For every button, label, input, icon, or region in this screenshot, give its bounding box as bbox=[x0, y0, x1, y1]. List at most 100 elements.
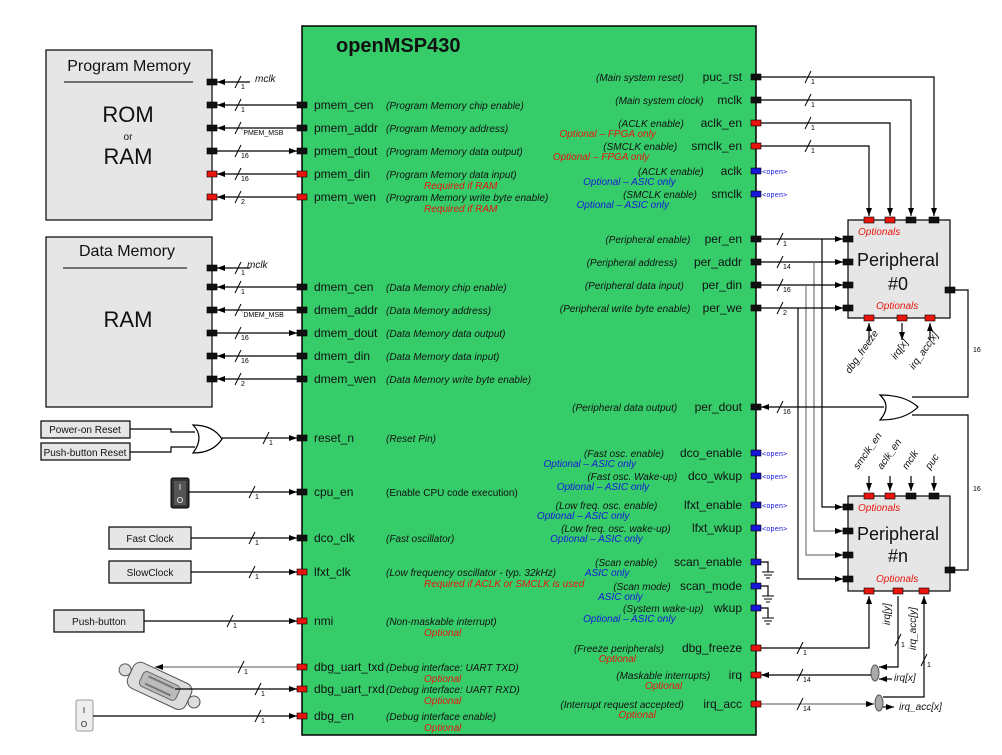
desc-pmem-din: (Program Memory data input) bbox=[386, 170, 517, 181]
peripheral-n-label-mclk: mclk bbox=[900, 448, 921, 472]
wire-irq-acc-bus-width: 14 bbox=[803, 706, 811, 713]
wire-pmem-cen-bus-width: 1 bbox=[241, 107, 245, 114]
peripheral-0-in-port-3 bbox=[842, 304, 854, 312]
peripheral-0-in-port-0 bbox=[842, 235, 854, 243]
wire-smclk-en-bus-slash bbox=[804, 139, 812, 153]
wire-dmem-wen-bus-width: 2 bbox=[241, 381, 245, 388]
signal-smclk-en: smclk_en bbox=[691, 139, 742, 153]
cpu-enable-switch-icon[interactable]: I O bbox=[170, 477, 190, 509]
signal-cpu-en: cpu_en bbox=[314, 485, 353, 499]
wire-dco-clk-bus-width: 1 bbox=[255, 540, 259, 547]
wire-reset-n-bus-slash bbox=[262, 431, 270, 445]
wire-per-addr-bus-width: 14 bbox=[783, 264, 791, 271]
switch-on-mark: I bbox=[179, 483, 181, 492]
reset-or-gate-icon bbox=[191, 424, 223, 454]
signal-mclk: mclk bbox=[717, 93, 743, 107]
desc-cpu-en: (Enable CPU code execution) bbox=[386, 488, 518, 499]
wire-per-din-bus-width: 16 bbox=[783, 287, 791, 294]
wire-dmem-wen-bus-slash bbox=[234, 372, 242, 386]
signal-pmem-addr: pmem_addr bbox=[314, 121, 378, 135]
port-dbg-uart-rxd bbox=[296, 685, 308, 693]
wire-dmem-din-bus-slash bbox=[234, 349, 242, 363]
signal-aclk-en: aclk_en bbox=[701, 116, 742, 130]
note-lfxt-clk: Required if ACLK or SMCLK is used bbox=[424, 579, 585, 590]
wire-per-we-bus-width: 2 bbox=[783, 310, 787, 317]
port-dbg-uart-txd bbox=[296, 663, 308, 671]
wire-per-addr-to-peripheral-n bbox=[813, 262, 843, 534]
program-memory-block bbox=[45, 49, 213, 221]
peripheral-0-out-port bbox=[944, 286, 956, 294]
port-pmem-addr bbox=[296, 124, 308, 132]
wire-irq-acc-y-bus-slash bbox=[920, 653, 928, 667]
peripheral-n-top-port-3 bbox=[928, 492, 940, 500]
wire-lfxt-clk-bus-slash bbox=[248, 565, 256, 579]
note-lfxt-enable: Optional – ASIC only bbox=[537, 511, 630, 522]
note-smclk: Optional – ASIC only bbox=[577, 200, 670, 211]
wire-pmem-addr-bus-slash bbox=[234, 121, 242, 135]
wire-dmem-mclk-bus-width: 1 bbox=[241, 270, 245, 277]
wire-dmem-addr-bus-slash bbox=[234, 303, 242, 317]
wire-pmem-din-bus-width: 16 bbox=[241, 176, 249, 183]
desc-pmem-cen: (Program Memory chip enable) bbox=[386, 101, 524, 112]
signal-reset-n: reset_n bbox=[314, 431, 354, 445]
data-memory-ram: RAM bbox=[104, 307, 153, 332]
desc-dbg-uart-txd: (Debug interface: UART TXD) bbox=[386, 663, 519, 674]
wire-per-we-to-peripheral-n bbox=[797, 308, 843, 582]
fast-clock-label: Fast Clock bbox=[126, 534, 174, 545]
push-button-reset-label: Push-button Reset bbox=[44, 448, 127, 459]
desc-scan-mode: (Scan mode) bbox=[613, 582, 670, 593]
wire-smclk-en bbox=[761, 145, 872, 216]
wire-per-en-to-peripheral-n bbox=[821, 239, 843, 510]
peripheral-n-bottom-port-0 bbox=[863, 587, 875, 595]
wire-dmem-dout-bus-slash bbox=[234, 326, 242, 340]
wire-irq-y-bus-width: 1 bbox=[901, 642, 905, 649]
wire-dmem-dout-bus-width: 16 bbox=[241, 335, 249, 342]
wire-mclk-bus-width: 1 bbox=[811, 102, 815, 109]
signal-lfxt-clk: lfxt_clk bbox=[314, 565, 352, 579]
desc-dmem-dout: (Data Memory data output) bbox=[386, 329, 506, 340]
note-pmem-din: Required if RAM bbox=[424, 181, 498, 192]
peripheral-n-label-puc: puc bbox=[923, 452, 942, 472]
wire-pmem-addr-bus-width: `PMEM_MSB bbox=[241, 130, 284, 137]
mem-port-pmem-mclk bbox=[206, 78, 218, 86]
mem-port-dmem-addr bbox=[206, 306, 218, 314]
peripheral-n-top-port-1 bbox=[884, 492, 896, 500]
peripheral-n-top-port-2 bbox=[905, 492, 917, 500]
serial-port-connector-icon bbox=[118, 661, 201, 710]
debug-enable-switch-icon[interactable]: I O bbox=[75, 699, 94, 732]
port-pmem-dout bbox=[296, 147, 308, 155]
irq-bus-join-icon bbox=[870, 664, 880, 682]
peripheral-0-bottom-port-1 bbox=[896, 314, 908, 322]
mem-port-dmem-cen bbox=[206, 283, 218, 291]
mem-port-pmem-addr bbox=[206, 124, 218, 132]
wire-peripheral-0-dout bbox=[912, 289, 969, 398]
wire-per-we-bus-slash bbox=[776, 301, 784, 315]
wire-per-dout-bus-slash bbox=[776, 400, 784, 414]
port-scan-enable bbox=[750, 558, 762, 566]
note-dbg-en: Optional bbox=[424, 723, 462, 734]
wire-peripheral-n-dout bbox=[912, 414, 969, 571]
wire-dbg-uart-rxd-bus-slash bbox=[254, 682, 262, 696]
port-aclk bbox=[750, 167, 762, 175]
switch-off-mark: O bbox=[81, 720, 87, 729]
desc-per-en: (Peripheral enable) bbox=[605, 235, 690, 246]
mem-port-dmem-wen bbox=[206, 375, 218, 383]
peripheral-0-in-port-2 bbox=[842, 281, 854, 289]
note-scan-mode: ASIC only bbox=[597, 592, 643, 603]
desc-dco-clk: (Fast oscillator) bbox=[386, 534, 454, 545]
data-memory-block bbox=[45, 236, 213, 408]
program-memory-or: or bbox=[124, 132, 134, 143]
port-lfxt-enable bbox=[750, 501, 762, 509]
wire-puc-rst bbox=[761, 76, 937, 216]
desc-pmem-dout: (Program Memory data output) bbox=[386, 147, 523, 158]
signal-dco-wkup: dco_wkup bbox=[688, 469, 742, 483]
wire-pmem-din-bus-slash bbox=[234, 167, 242, 181]
port-dmem-cen bbox=[296, 283, 308, 291]
wire-pmem-cen-bus-slash bbox=[234, 98, 242, 112]
port-per-we bbox=[750, 304, 762, 312]
peripheral-0-label-irq-acc: irq_acc[x] bbox=[907, 330, 941, 372]
desc-smclk: (SMCLK enable) bbox=[623, 190, 697, 201]
peripheral-n-in-port-1 bbox=[842, 527, 854, 535]
signal-per-dout: per_dout bbox=[695, 400, 743, 414]
wire-power-on-reset bbox=[130, 428, 195, 433]
